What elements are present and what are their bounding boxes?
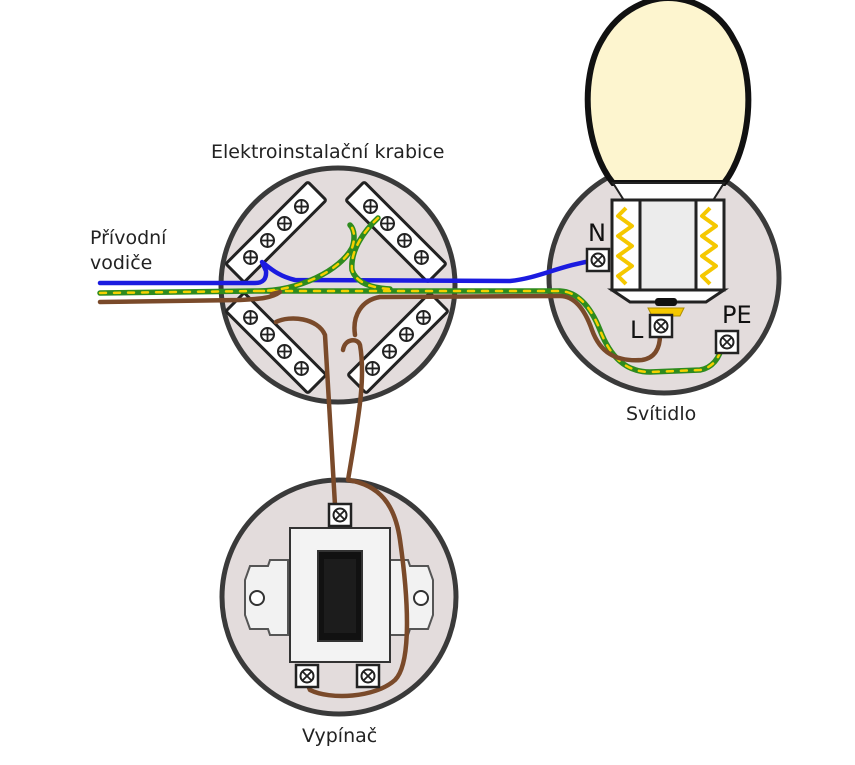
terminal-pe — [714, 329, 740, 355]
terminal-n — [585, 247, 611, 273]
label-supply-wires-line2: vodiče — [90, 252, 152, 274]
switch-terminal-bottom-right — [355, 663, 381, 689]
label-supply-wires-line1: Přívodní — [90, 227, 167, 249]
label-switch: Vypínač — [302, 725, 377, 747]
label-terminal-pe: PE — [722, 301, 752, 329]
label-luminaire: Svítidlo — [626, 403, 696, 425]
lamp-socket — [607, 198, 729, 317]
label-terminal-l: L — [630, 316, 644, 344]
wires — [97, 215, 725, 699]
neutral-wire — [97, 257, 601, 286]
terminal-l — [648, 313, 674, 339]
switch-assembly — [219, 477, 459, 717]
earth-wire — [97, 215, 725, 375]
label-terminal-n: N — [588, 219, 606, 247]
bulb-icon — [584, 0, 752, 186]
phase-wire — [97, 289, 663, 699]
label-junction-box: Elektroinstalační krabice — [211, 141, 444, 163]
switch-terminal-top — [327, 502, 353, 528]
switch-terminal-bottom-left — [294, 663, 320, 689]
